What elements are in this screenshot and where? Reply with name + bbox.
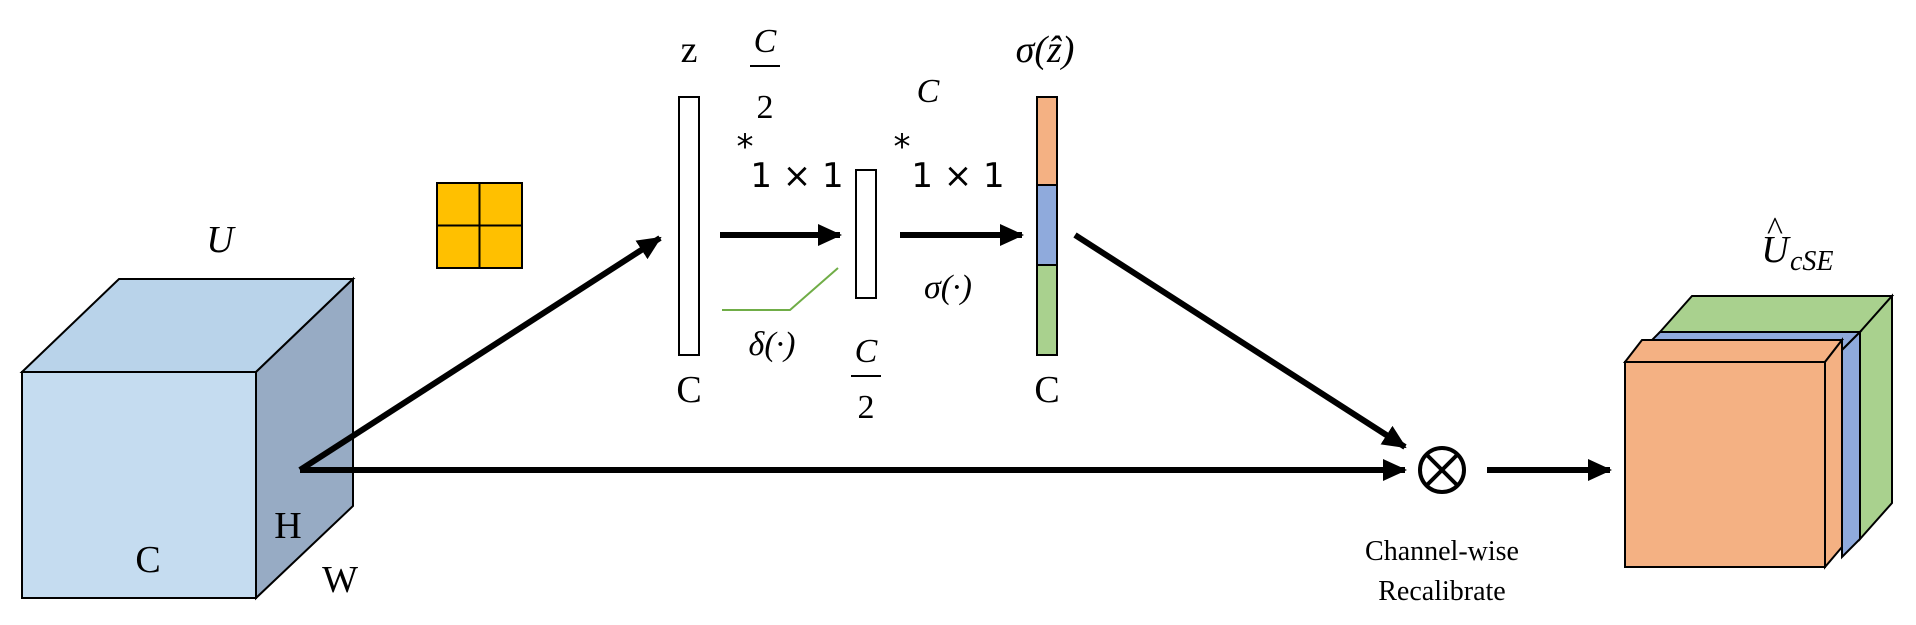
excitation-segment-green: [1036, 264, 1058, 356]
excitation-vector: [1036, 96, 1058, 356]
conv1-out-channels-denominator: 2: [757, 89, 774, 126]
conv2-out-channels-label: C: [917, 73, 940, 110]
output-subscript-label: cSE: [1790, 246, 1834, 277]
squeeze-arrow: [298, 235, 662, 473]
global-pooling-icon: [436, 182, 523, 269]
channel-multiply-symbol: [1418, 446, 1466, 494]
mid-length-denominator: 2: [858, 389, 875, 426]
recalibrate-caption-line1: Channel-wise: [1365, 536, 1519, 567]
output-feature-map-cube: [1622, 293, 1895, 570]
relu-activation-label: δ(·): [749, 326, 796, 363]
excitation-segment-orange: [1036, 96, 1058, 186]
excitation-segment-blue: [1036, 184, 1058, 266]
input-height-label: H: [274, 505, 301, 547]
input-channels-label: C: [135, 539, 160, 581]
input-feature-map-cube: [19, 276, 356, 601]
input-name-label: U: [206, 219, 236, 261]
recalibrate-caption-line2: Recalibrate: [1378, 576, 1505, 607]
squeeze-vector-label: z: [681, 29, 698, 71]
excitation-length-label: C: [1034, 369, 1059, 411]
conv1-kernel-label: 1 × 1: [750, 156, 843, 196]
input-cube-front-face: [21, 371, 257, 599]
squeeze-vector-z: [678, 96, 700, 356]
excitation-label: σ(ẑ): [1016, 29, 1075, 71]
conv1-out-channels-numerator: C: [754, 23, 777, 60]
squeeze-length-label: C: [676, 369, 701, 411]
mid-length-numerator: C: [855, 333, 878, 370]
excite-to-scale-arrow: [1073, 232, 1407, 450]
output-hat-mark: ^: [1767, 211, 1783, 248]
conv1-operator: *: [737, 127, 754, 167]
sigmoid-activation-label: σ(·): [924, 269, 972, 306]
conv2-operator: *: [894, 127, 911, 167]
input-width-label: W: [322, 559, 358, 601]
conv2-kernel-label: 1 × 1: [911, 156, 1004, 196]
relu-activation-curve: [722, 267, 839, 311]
mid-vector: [855, 169, 877, 299]
output-name-label: U: [1761, 229, 1791, 271]
